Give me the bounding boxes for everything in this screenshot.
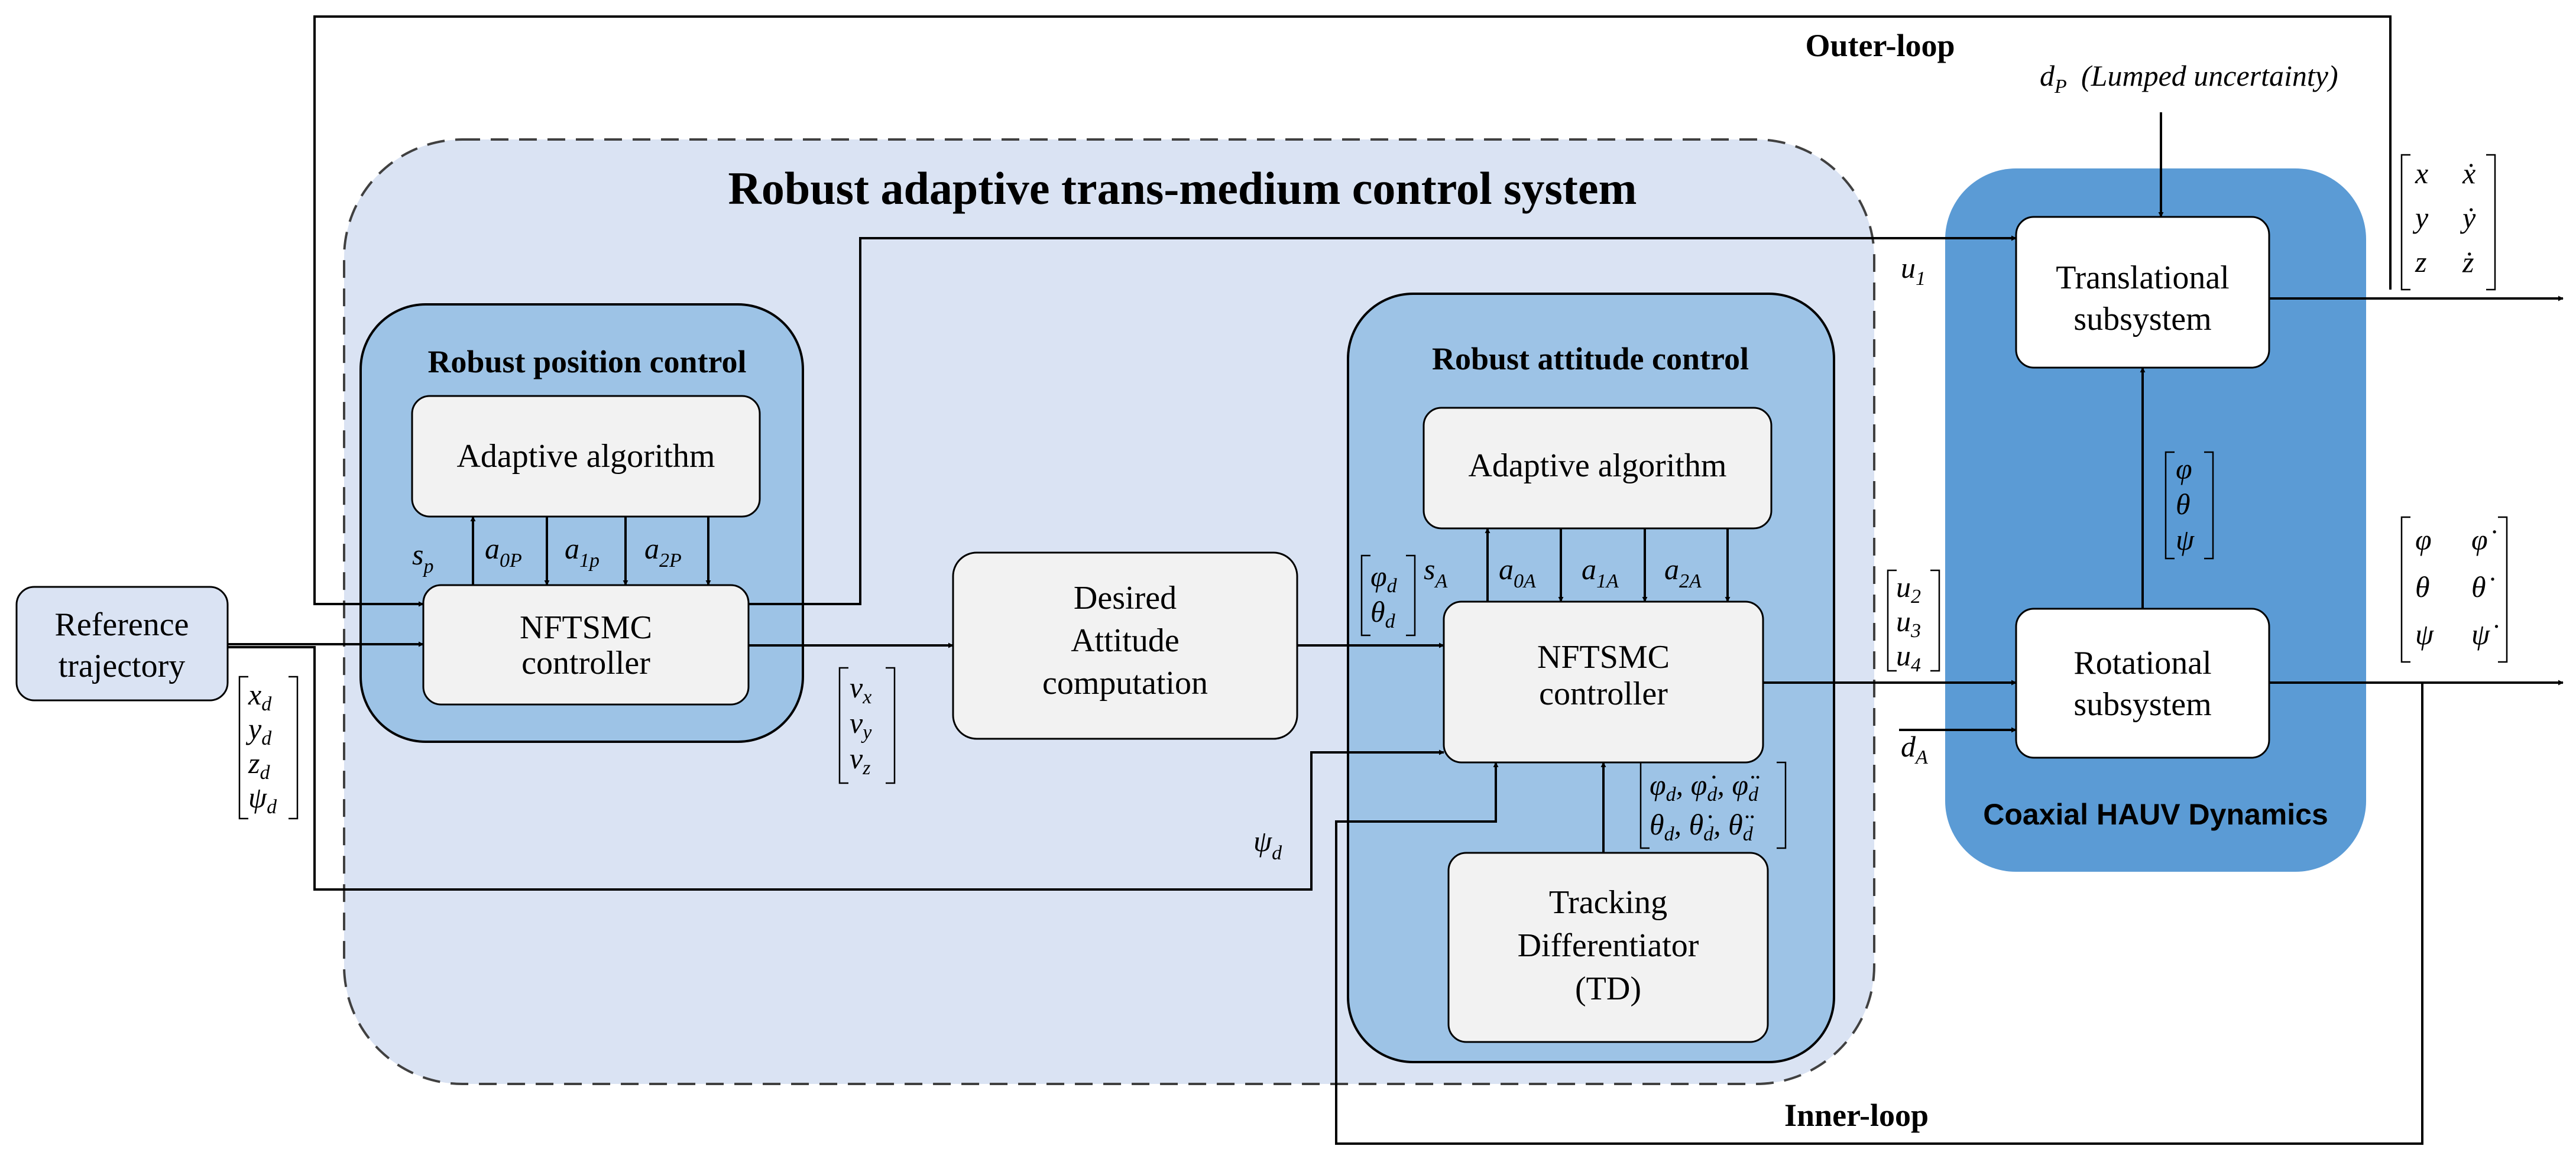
xd-vector: xd yd zd ψd <box>245 678 279 818</box>
dp-symbol: dP <box>2040 59 2067 98</box>
system-title: Robust adaptive trans-medium control sys… <box>728 163 1637 214</box>
u-vector: u2 u3 u4 <box>1896 570 1929 676</box>
u-vector-bracket-left <box>1887 569 1897 672</box>
u-vector-bracket-right <box>1930 569 1940 672</box>
att-output-bracket-left <box>2400 516 2410 663</box>
uncertainty-label: (Lumped uncertainty) <box>2081 59 2338 92</box>
td-output-bracket-right <box>1777 761 1787 849</box>
v-vector-bracket-left <box>838 667 848 784</box>
tracking-differentiator-block <box>1447 852 1769 1043</box>
xd-vector-bracket-left <box>238 676 248 820</box>
translational-label-2: subsystem <box>2073 301 2211 337</box>
pos-output-bracket-right <box>2486 154 2496 291</box>
u1-symbol: u1 <box>1901 251 1926 290</box>
attitude-nftsmc-label-1: NFTSMC <box>1537 639 1670 676</box>
att-output-bracket-right <box>2498 516 2508 663</box>
position-nftsmc-label-1: NFTSMC <box>520 609 652 646</box>
outer-loop-label: Outer-loop <box>1806 28 1955 63</box>
euler-vector-bracket-left <box>2165 451 2175 560</box>
position-nftsmc-label-2: controller <box>521 645 650 681</box>
attitude-nftsmc-label-2: controller <box>1539 676 1668 712</box>
xd-vector-bracket-right <box>289 676 299 820</box>
td-label-1: Tracking <box>1549 884 1667 921</box>
sp-symbol: sp <box>412 538 433 577</box>
attitude-control-title: Robust attitude control <box>1432 341 1749 376</box>
desired-attitude-label-2: Attitude <box>1071 622 1180 659</box>
td-output-vector: φd, φ̇d, φ̈d θd, θ̇d, θ̈d <box>1650 768 1766 845</box>
attitude-adaptive-block <box>1423 407 1773 530</box>
pos-output-bracket-left <box>2400 154 2410 291</box>
inner-loop-label: Inner-loop <box>1784 1098 1929 1133</box>
rotational-label-1: Rotational <box>2073 645 2211 681</box>
att-ref-bracket-left <box>1360 554 1370 637</box>
att-ref-bracket-right <box>1406 554 1416 637</box>
rotational-block <box>2015 608 2270 759</box>
v-vector-bracket-right <box>886 667 896 784</box>
hauv-dynamics-title: Coaxial HAUV Dynamics <box>1983 798 2328 831</box>
desired-attitude-label-3: computation <box>1042 665 1208 702</box>
position-control-title: Robust position control <box>427 344 746 379</box>
psi-d-wire <box>228 646 1444 891</box>
position-adaptive-block <box>411 395 761 518</box>
reference-label-2: trajectory <box>59 648 186 684</box>
td-label-2: Differentiator <box>1518 927 1699 964</box>
td-label-3: (TD) <box>1575 970 1641 1007</box>
rotational-label-2: subsystem <box>2073 686 2211 723</box>
euler-vector-bracket-right <box>2204 451 2214 560</box>
inner-loop-wire <box>1335 683 2423 1145</box>
u1-wire <box>749 235 2017 605</box>
td-output-bracket-left <box>1639 761 1650 849</box>
outer-loop-wire <box>313 15 2392 607</box>
euler-vector: φ θ ψ <box>2176 452 2199 556</box>
desired-attitude-label-1: Desired <box>1074 580 1177 616</box>
attitude-adaptive-label: Adaptive algorithm <box>1468 447 1726 484</box>
da-symbol: dA <box>1901 730 1928 768</box>
translational-label-1: Translational <box>2056 259 2229 296</box>
reference-label-1: Reference <box>55 606 189 643</box>
position-adaptive-label: Adaptive algorithm <box>456 438 715 475</box>
